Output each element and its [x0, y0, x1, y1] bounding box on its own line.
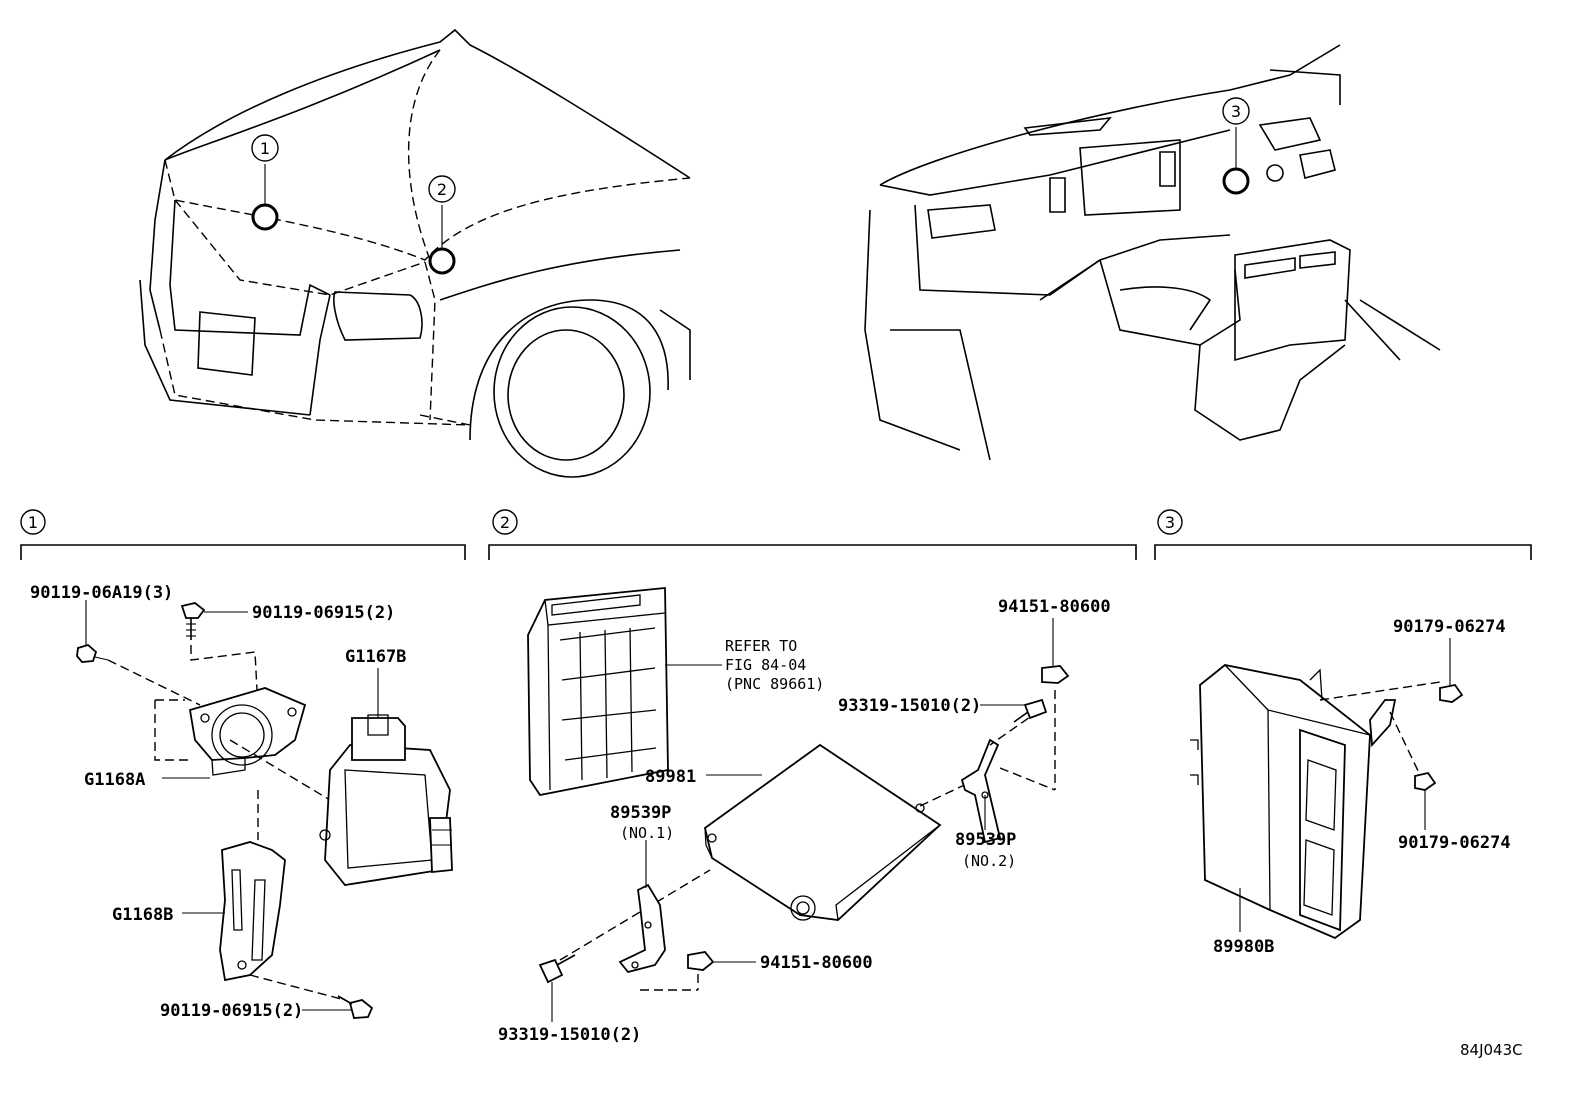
label-90179-06274-top: 90179-06274 [1393, 617, 1506, 637]
figure-code: 84J043C [1460, 1041, 1523, 1059]
nut-94151-80600-top [1041, 665, 1070, 684]
nut-90179-06274-bottom [1414, 771, 1437, 791]
car-front-illustration: 1 2 [139, 28, 691, 478]
bracket-G1168B [219, 841, 286, 982]
screw-93319-15010-bottom [538, 954, 576, 984]
label-94151-80600-bottom: 94151-80600 [760, 953, 873, 973]
location-number-3: 3 [1231, 102, 1241, 121]
location-marker-1 [251, 134, 279, 162]
label-93319-15010-top: 93319-15010(2) [838, 696, 981, 716]
location-number-2: 2 [437, 180, 447, 199]
nut-90179-06274-top [1439, 684, 1464, 703]
label-G1168A: G1168A [84, 770, 145, 790]
nut-94151-80600-bottom [687, 951, 715, 971]
bracket-89539P-no1 [618, 883, 666, 974]
screw-93319-15010-top [1013, 698, 1048, 723]
bolt-90119-06915-bottom [337, 995, 374, 1019]
location-marker-2 [428, 175, 456, 203]
label-G1168B: G1168B [112, 905, 173, 925]
label-refer-to: REFER TO [725, 637, 797, 655]
location-number-1: 1 [260, 139, 270, 158]
bolt-90119-06915-top [180, 602, 206, 640]
section-number-2: 2 [500, 513, 510, 532]
bolt-90119-06A19 [76, 643, 109, 663]
label-G1167B: G1167B [345, 647, 406, 667]
label-89539P-no1: 89539P [610, 803, 671, 823]
label-89539P-no2-sub: (NO.2) [962, 852, 1016, 870]
dashboard-illustration: 3 [864, 44, 1441, 461]
section-number-1: 1 [28, 513, 38, 532]
section-2-parts [527, 587, 1070, 1022]
label-89539P-no1-sub: (NO.1) [620, 824, 674, 842]
bracket-G1168A [188, 687, 307, 776]
label-93319-15010-bottom: 93319-15010(2) [498, 1025, 641, 1045]
label-90119-06915-bottom: 90119-06915(2) [160, 1001, 303, 1021]
section-number-3: 3 [1165, 513, 1175, 532]
bracket-89539P-no2 [960, 738, 1002, 844]
label-94151-80600-top: 94151-80600 [998, 597, 1111, 617]
section-headers: 1 2 3 [20, 509, 1532, 560]
ecu-89980B [1190, 664, 1397, 940]
label-90119-06A19: 90119-06A19(3) [30, 583, 173, 603]
label-refer-fig: FIG 84-04 [725, 656, 806, 674]
part-labels: 90119-06A19(3) 90119-06915(2) G1167B G11… [30, 583, 1523, 1059]
section-marker-2 [492, 509, 518, 535]
sensor-G1167B [319, 714, 453, 886]
label-89980B: 89980B [1213, 937, 1274, 957]
section-3-parts [1190, 638, 1464, 940]
section-1-parts [76, 600, 453, 1019]
location-marker-3 [1222, 97, 1250, 125]
label-refer-pnc: (PNC 89661) [725, 675, 824, 693]
section-marker-3 [1157, 509, 1183, 535]
label-90119-06915-top: 90119-06915(2) [252, 603, 395, 623]
label-89981: 89981 [645, 767, 696, 787]
ecu-refer-fig-84-04 [527, 587, 669, 796]
section-marker-1 [20, 509, 46, 535]
label-89539P-no2: 89539P [955, 830, 1016, 850]
label-90179-06274-bottom: 90179-06274 [1398, 833, 1511, 853]
airbag-sensor-89981 [703, 743, 942, 921]
